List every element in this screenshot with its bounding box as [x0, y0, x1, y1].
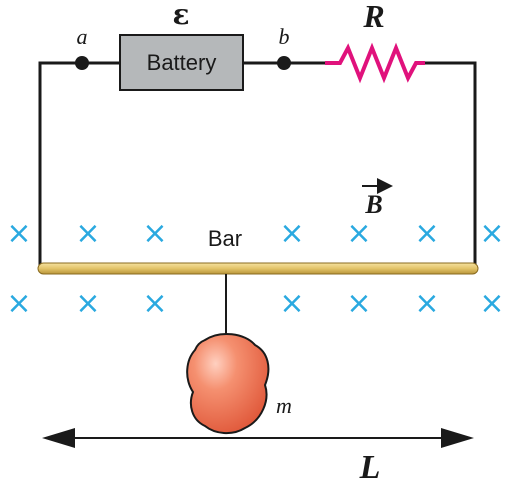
terminal-b-label: b: [279, 24, 290, 49]
field-x-mark: ×: [279, 286, 304, 321]
resistor-zigzag: [325, 42, 425, 84]
field-x-mark: ×: [6, 216, 31, 251]
mass-label: m: [276, 393, 292, 418]
terminal-a-dot: [75, 56, 89, 70]
field-x-mark: ×: [75, 216, 100, 251]
terminal-b-dot: [277, 56, 291, 70]
field-marks-top: × × × × × × ×: [6, 216, 504, 251]
circuit-wire: [38, 61, 477, 270]
field-label-group: B: [362, 178, 393, 219]
bar-label: Bar: [208, 226, 242, 251]
field-x-mark: ×: [142, 216, 167, 251]
field-x-mark: ×: [142, 286, 167, 321]
terminal-a-label: a: [77, 24, 88, 49]
length-arrow-right-icon: [441, 428, 474, 448]
battery-box: [119, 34, 244, 91]
battery-label: Battery: [147, 50, 217, 75]
field-x-mark: ×: [479, 216, 504, 251]
field-x-mark: ×: [414, 286, 439, 321]
field-x-mark: ×: [414, 216, 439, 251]
length-dimension: [42, 428, 474, 448]
length-arrow-left-icon: [42, 428, 75, 448]
length-label: L: [359, 449, 381, 485]
field-x-mark: ×: [346, 216, 371, 251]
field-x-mark: ×: [346, 286, 371, 321]
field-x-mark: ×: [75, 286, 100, 321]
field-label: B: [364, 190, 382, 219]
field-x-mark: ×: [279, 216, 304, 251]
resistor-label: R: [362, 0, 384, 34]
hanging-mass: [186, 333, 270, 434]
field-marks-bottom: × × × × × × ×: [6, 286, 504, 321]
conducting-bar: [37, 262, 479, 275]
emf-label: ε: [172, 0, 189, 31]
field-x-mark: ×: [6, 286, 31, 321]
field-x-mark: ×: [479, 286, 504, 321]
